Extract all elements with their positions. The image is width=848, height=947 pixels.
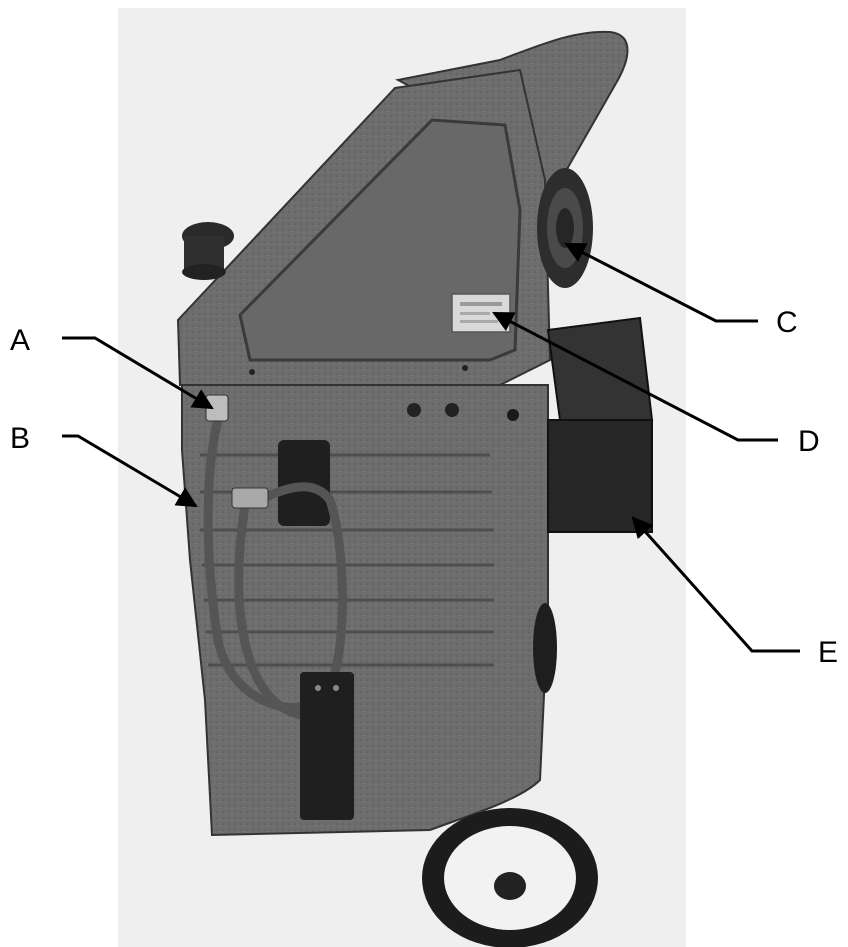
leader-c [564, 242, 758, 323]
hose-hanger-bottom [300, 672, 354, 820]
leader-lines [62, 242, 800, 653]
callout-label-c: C [776, 306, 798, 339]
leader-a [62, 336, 214, 410]
gauge-cap-icon [182, 222, 234, 280]
callout-label-d: D [798, 425, 820, 458]
label-plate [451, 293, 511, 333]
knob-icon [407, 403, 421, 417]
screw-icon [249, 369, 255, 375]
callout-label-b: B [10, 422, 30, 455]
rear-wheel [533, 603, 557, 693]
leader-e [631, 516, 800, 653]
callout-label-a: A [10, 324, 30, 357]
hose-reel [537, 168, 593, 288]
knob-icon [445, 403, 459, 417]
leader-b [62, 434, 198, 508]
side-panel [238, 118, 522, 362]
port-icon [507, 409, 519, 421]
front-wheel [422, 808, 598, 947]
callout-label-e: E [818, 636, 838, 669]
leader-d [492, 311, 778, 442]
screw-icon [462, 365, 468, 371]
